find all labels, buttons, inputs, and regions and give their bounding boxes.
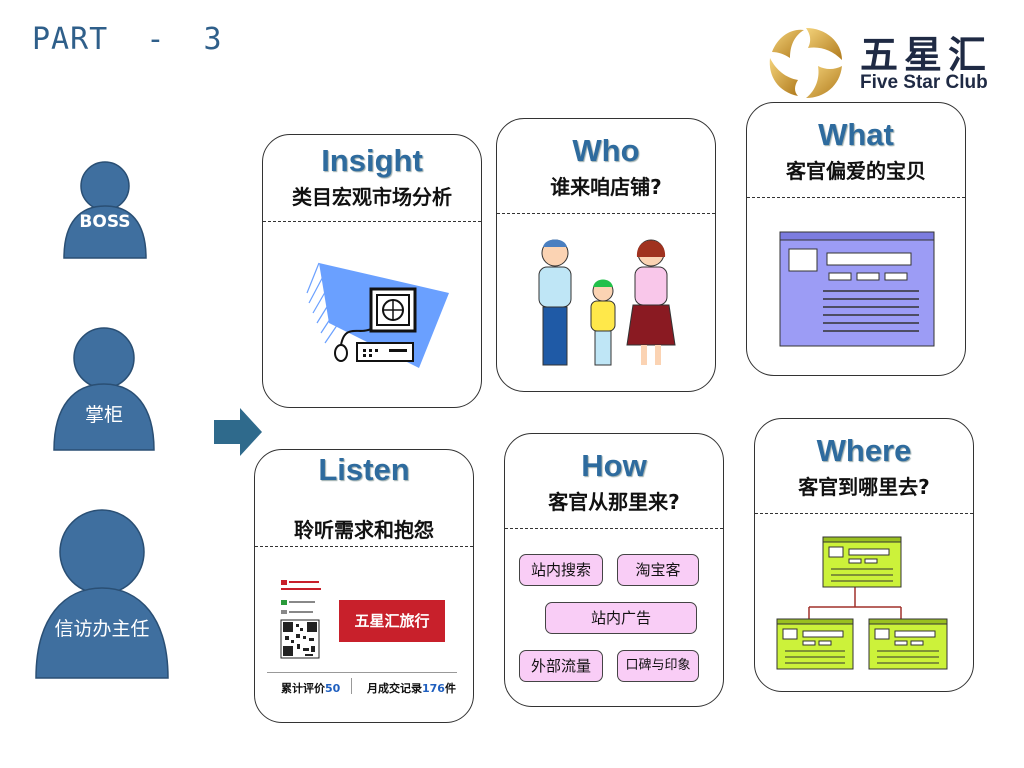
person-icon bbox=[53, 327, 155, 451]
source-onsite-ads: 站内广告 bbox=[545, 602, 697, 634]
rating-value: 50 bbox=[325, 682, 341, 695]
five-star-swirl-icon bbox=[769, 28, 842, 98]
sales-label: 月成交记录 bbox=[367, 682, 422, 695]
divider bbox=[505, 528, 723, 529]
logo-english-name: Five Star Club bbox=[860, 72, 988, 93]
card-title: Where bbox=[816, 433, 912, 468]
person-icon bbox=[63, 161, 147, 259]
person-label-petition-director: 信访办主任 bbox=[54, 618, 150, 640]
card-title: Listen bbox=[318, 452, 410, 487]
card-subtitle: 客官从那里来? bbox=[548, 490, 680, 514]
person-petition-director: 信访办主任 bbox=[34, 508, 170, 680]
card-title: Who bbox=[572, 133, 640, 168]
card-subtitle: 客官偏爱的宝贝 bbox=[786, 159, 926, 183]
part-title: PART - 3 bbox=[32, 22, 223, 57]
five-star-logo: 五星汇 Five Star Club bbox=[762, 22, 1002, 102]
divider bbox=[755, 513, 973, 514]
family-icon bbox=[538, 239, 676, 366]
source-external-traffic: 外部流量 bbox=[519, 650, 603, 682]
sitemap-icon bbox=[776, 536, 948, 670]
person-boss: BOSS bbox=[62, 160, 148, 260]
divider bbox=[497, 213, 715, 214]
divider bbox=[255, 546, 473, 547]
travel-promo-banner: 五星汇旅行 bbox=[339, 600, 445, 642]
person-label-shopkeeper: 掌柜 bbox=[84, 404, 123, 426]
divider bbox=[263, 221, 481, 222]
card-subtitle: 谁来咱店铺? bbox=[550, 175, 662, 199]
card-title: What bbox=[818, 117, 894, 152]
right-arrow-icon bbox=[214, 408, 262, 456]
divider bbox=[351, 678, 352, 694]
card-subtitle: 类目宏观市场分析 bbox=[292, 185, 452, 209]
card-who: Who 谁来咱店铺? bbox=[496, 118, 716, 392]
computer-icon bbox=[306, 262, 449, 368]
person-shopkeeper: 掌柜 bbox=[52, 326, 156, 452]
sales-unit: 件 bbox=[444, 682, 456, 695]
card-where: Where 客官到哪里去? bbox=[754, 418, 974, 692]
card-title: How bbox=[581, 448, 647, 483]
card-subtitle: 聆听需求和抱怨 bbox=[294, 518, 434, 542]
divider bbox=[747, 197, 965, 198]
store-info-qr-icon bbox=[280, 580, 321, 659]
person-label-boss: BOSS bbox=[79, 212, 131, 232]
rating-label: 累计评价 bbox=[281, 682, 325, 695]
sales-value: 176 bbox=[422, 682, 445, 695]
rating-count: 累计评价50 bbox=[281, 680, 340, 696]
card-insight: Insight 类目宏观市场分析 bbox=[262, 134, 482, 408]
travel-promo-label: 五星汇旅行 bbox=[354, 612, 430, 630]
card-listen: Listen 聆听需求和抱怨 五星汇旅行 累计评价50 月成交记录176件 bbox=[254, 449, 474, 723]
card-what: What 客官偏爱的宝贝 bbox=[746, 102, 966, 376]
webpage-icon bbox=[779, 231, 935, 347]
logo-chinese-name: 五星汇 bbox=[860, 33, 993, 77]
source-taobaoke: 淘宝客 bbox=[617, 554, 699, 586]
monthly-sales: 月成交记录176件 bbox=[367, 680, 456, 696]
person-icon bbox=[35, 509, 169, 679]
card-subtitle: 客官到哪里去? bbox=[798, 475, 930, 499]
source-word-of-mouth: 口碑与印象 bbox=[617, 650, 699, 682]
source-onsite-search: 站内搜索 bbox=[519, 554, 603, 586]
card-title: Insight bbox=[321, 143, 423, 178]
card-how: How 客官从那里来? 站内搜索 淘宝客 站内广告 外部流量 口碑与印象 bbox=[504, 433, 724, 707]
divider bbox=[267, 672, 457, 673]
